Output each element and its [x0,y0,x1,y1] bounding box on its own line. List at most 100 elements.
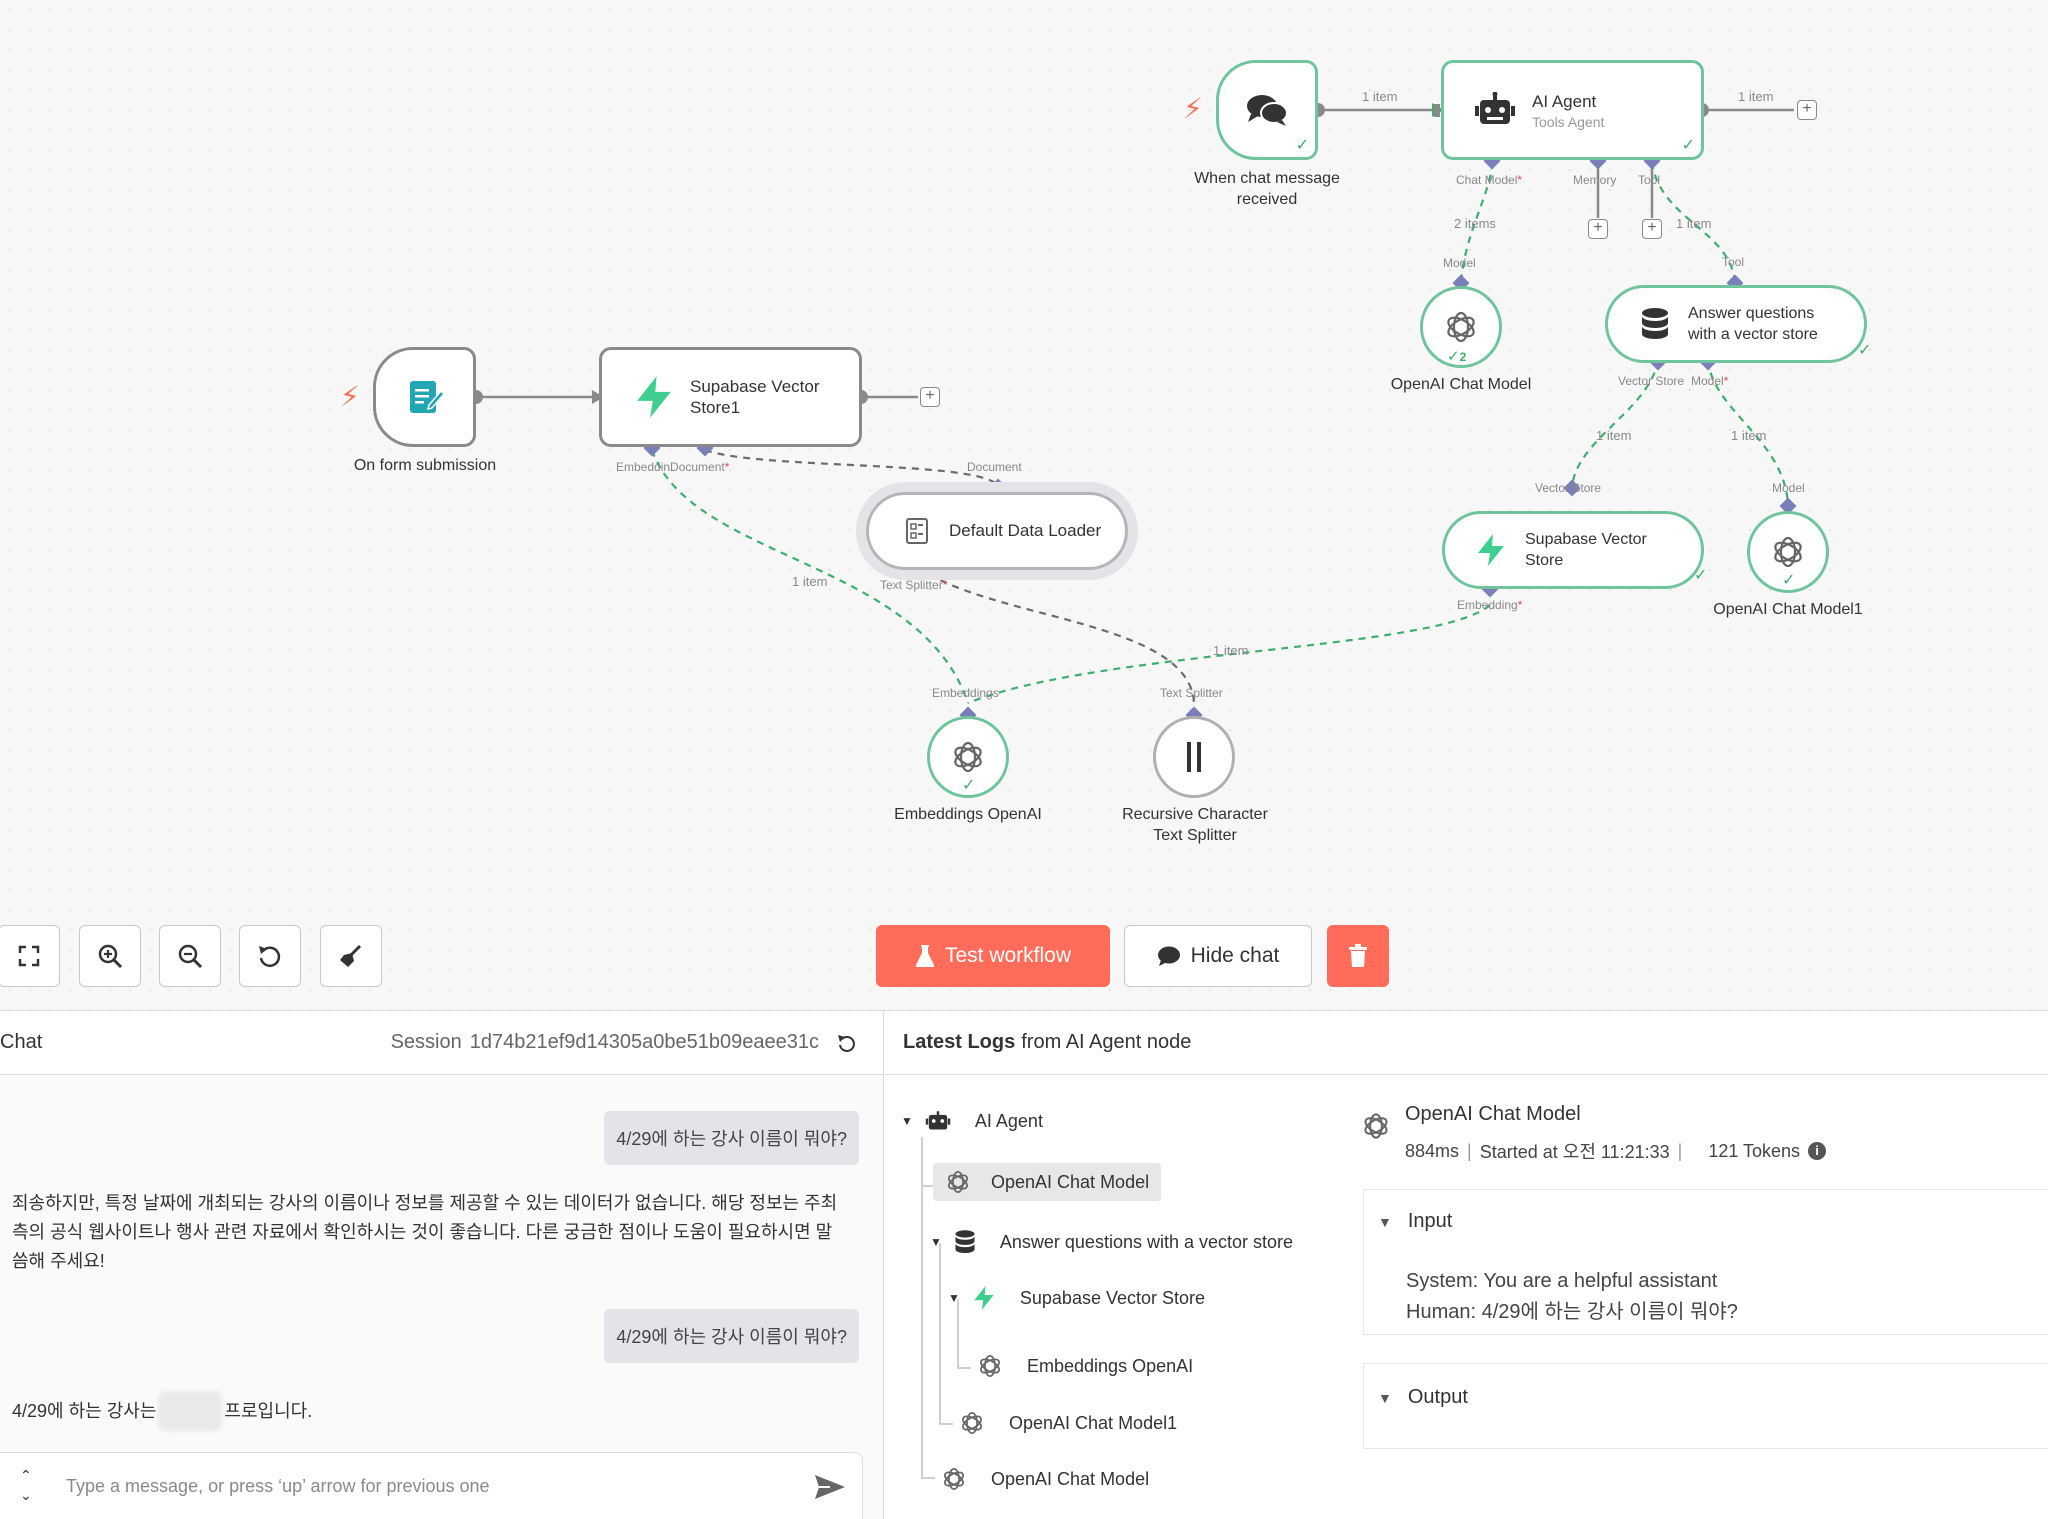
log-input-section: ▼ Input System: You are a helpful assist… [1363,1189,2048,1335]
node-form-trigger[interactable] [373,347,476,447]
chevron-down-icon: ▼ [1378,1213,1392,1230]
info-icon[interactable]: i [1808,1142,1827,1160]
node-data-loader-title: Default Data Loader [949,521,1102,540]
zoom-out-button[interactable] [159,925,221,987]
chat-title: Chat [0,1031,43,1053]
node-text-splitter[interactable] [1153,716,1235,798]
hide-chat-label: Hide chat [1190,944,1280,967]
node-openai-chat-model[interactable]: ✓2 [1420,286,1502,368]
node-ai-agent-title: AI Agent [1532,91,1597,111]
history-arrows-icon[interactable]: ⌃⌄ [20,1467,32,1503]
chat-header: Chat Session 1d74b21ef9d14305a0be51b09ea… [0,1011,883,1075]
broom-icon [340,944,362,967]
logs-panel: Latest Logs from AI Agent node ▼ AI Agen… [885,1011,2048,1519]
input-toggle[interactable]: ▼ Input [1378,1210,1452,1233]
log-tree-answer-questions[interactable]: ▼ Answer questions with a vector store [930,1229,1293,1255]
log-tree-openai-chat-model-selected[interactable]: OpenAI Chat Model [933,1163,1162,1201]
robot-icon [1475,92,1515,124]
openai-icon [1364,1113,1388,1139]
log-tree-ai-agent[interactable]: ▼ AI Agent [901,1110,1043,1132]
log-duration: 884ms [1405,1140,1460,1161]
tidy-up-button[interactable] [320,925,382,987]
fit-view-button[interactable] [0,925,60,987]
log-tokens: 121 Tokens [1708,1140,1801,1161]
trigger-bolt-icon: ⚡ [340,381,360,412]
node-answer-title: Answer questions with a vector store [1688,305,1818,343]
chat-input-placeholder: Type a message, or press ‘up’ arrow for … [66,1476,490,1496]
node-chat-trigger[interactable]: ✓ [1216,60,1318,160]
tree-line [957,1367,971,1369]
input-content: System: You are a helpful assistant Huma… [1406,1270,1738,1323]
node-openai-chat-model1-label: OpenAI Chat Model1 [1713,601,1863,618]
openai-icon [948,1171,968,1193]
hide-chat-button[interactable]: Hide chat [1124,925,1312,987]
node-supabase-vector-store[interactable]: Supabase Vector Store [1442,511,1704,589]
chevron-down-icon: ▼ [1378,1389,1392,1406]
logs-header-rest: from AI Agent node [1021,1031,1192,1053]
conn-label-document: Document [967,460,1022,474]
log-detail-title: OpenAI Chat Model [1405,1103,1581,1125]
openai-icon [1447,311,1475,343]
wire-document [704,448,1000,488]
node-ai-agent-subtitle: Tools Agent [1532,113,1605,130]
chat-input[interactable]: ⌃⌄ Type a message, or press ‘up’ arrow f… [0,1452,863,1519]
workflow-canvas[interactable]: ⚡ ✓ When chat message received 1 item AI… [0,0,2048,1010]
conn-label-embedding-document: EmbeddinDocument* [616,460,730,474]
output-toggle[interactable]: ▼ Output [1378,1386,1468,1409]
log-tree-embeddings-openai[interactable]: Embeddings OpenAI [977,1353,1193,1379]
conn-label-tool-in: Tool [1722,255,1745,269]
log-tree-label: OpenAI Chat Model [991,1468,1150,1489]
delete-button[interactable] [1327,925,1389,987]
success-check-icon: ✓ [1858,342,1872,359]
chat-messages: 4/29에 하는 강사 이름이 뭐야? 죄송하지만, 특정 날짜에 개최되는 강… [0,1075,883,1519]
reset-zoom-button[interactable] [239,925,301,987]
node-supabase-vector-store1[interactable]: Supabase Vector Store1 [599,347,862,447]
add-tool-button[interactable]: + [1642,219,1662,239]
success-check-icon: ✓ [1694,567,1708,584]
node-embeddings-openai[interactable]: ✓ [927,716,1009,798]
conn-label-text-splitter: Text Splitter* [880,578,948,592]
zoom-in-button[interactable] [79,925,141,987]
chat-bubble-icon [1157,946,1180,966]
log-detail-meta: 884ms | Started at 오전 11:21:33 | 121 Tok… [1405,1138,1827,1164]
send-icon[interactable] [814,1473,846,1501]
database-icon [1642,308,1668,339]
node-openai-chat-model-label: OpenAI Chat Model [1390,376,1532,393]
success-check-icon: ✓ [1295,137,1309,154]
node-default-data-loader[interactable]: Default Data Loader [866,492,1128,570]
log-tree-openai-chat-model1[interactable]: OpenAI Chat Model1 [959,1410,1177,1436]
tree-line [921,1477,935,1479]
log-started-at: Started at 오전 11:21:33 [1479,1142,1670,1162]
node-openai-chat-model1[interactable]: ✓ [1747,511,1829,593]
item-count-label: 1 item [1731,428,1767,443]
conn-label-model-in: Model [1772,481,1805,495]
node-ai-agent[interactable]: AI Agent Tools Agent ✓ [1441,60,1704,160]
openai-icon [1774,536,1802,568]
add-node-button[interactable]: + [1797,100,1817,120]
log-tree-supabase-vector-store[interactable]: ▼ Supabase Vector Store [948,1285,1205,1311]
bottom-panel: Chat Session 1d74b21ef9d14305a0be51b09ea… [0,1010,2048,1519]
item-count-label: 1 item [1362,89,1398,104]
undo-icon [259,946,281,967]
conn-label-vector-store-in: Vector Store [1535,481,1602,495]
refresh-session-icon[interactable] [837,1033,857,1053]
conn-label-embedding: Embedding* [1457,598,1523,612]
logs-header: Latest Logs from AI Agent node [885,1011,2048,1075]
tree-line [957,1299,959,1367]
output-label: Output [1407,1386,1468,1408]
add-node-button[interactable]: + [920,387,940,407]
bot-message: 4/29에 하는 강사는 프로입니다. [12,1391,312,1431]
log-tree-openai-chat-model-2[interactable]: OpenAI Chat Model [941,1466,1149,1492]
chat-bubbles-icon [1247,95,1288,126]
document-icon [906,518,928,544]
splitter-icon [1187,742,1201,772]
test-workflow-button[interactable]: Test workflow [876,925,1110,987]
add-memory-button[interactable]: + [1588,219,1608,239]
user-message: 4/29에 하는 강사 이름이 뭐야? [604,1111,859,1165]
openai-icon [954,741,982,773]
log-output-section: ▼ Output [1363,1363,2048,1449]
bot-message: 죄송하지만, 특정 날짜에 개최되는 강사의 이름이나 정보를 제공할 수 있는… [12,1193,838,1271]
fit-view-icon [18,945,40,967]
log-tree-label: Answer questions with a vector store [999,1231,1294,1252]
node-answer-questions-tool[interactable]: Answer questions with a vector store [1605,285,1867,363]
